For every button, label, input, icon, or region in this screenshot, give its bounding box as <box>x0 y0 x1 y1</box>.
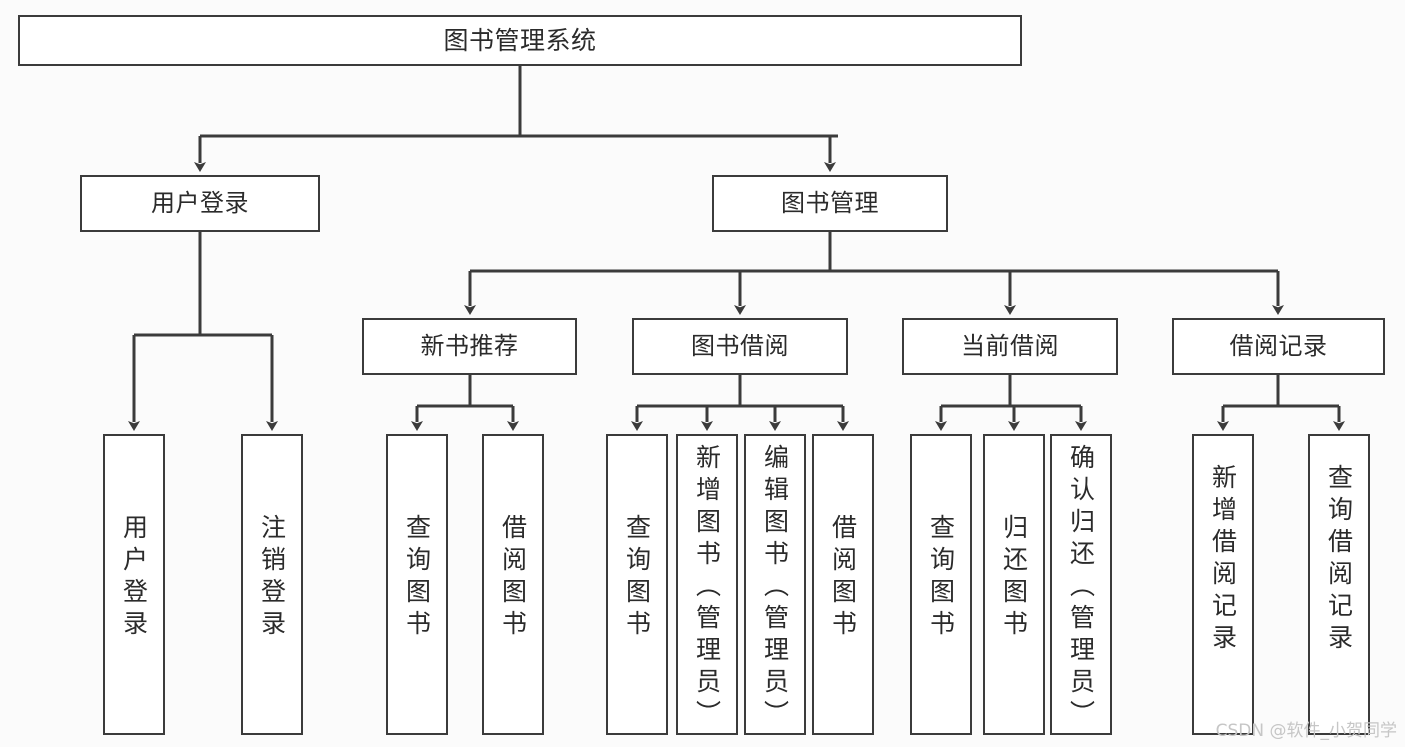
node-leaf-query-book-2-label: 查询图书 <box>622 514 652 642</box>
node-borrow-record[interactable]: 借阅记录 <box>1172 318 1385 375</box>
node-leaf-return-book[interactable]: 归还图书 <box>983 434 1045 735</box>
node-root[interactable]: 图书管理系统 <box>18 15 1022 66</box>
node-leaf-borrow-book-2[interactable]: 借阅图书 <box>812 434 874 735</box>
node-leaf-borrow-book-1[interactable]: 借阅图书 <box>482 434 544 735</box>
node-leaf-query-book-1-label: 查询图书 <box>402 514 432 642</box>
node-leaf-logout[interactable]: 注销登录 <box>241 434 303 735</box>
node-leaf-return-book-label: 归还图书 <box>999 514 1029 642</box>
node-book-borrow[interactable]: 图书借阅 <box>632 318 848 375</box>
node-leaf-add-record-label: 新增借阅记录 <box>1208 464 1238 656</box>
node-current-borrow-label: 当前借阅 <box>961 332 1059 361</box>
node-new-book-rec-label: 新书推荐 <box>420 332 519 361</box>
node-leaf-add-record[interactable]: 新增借阅记录 <box>1192 434 1254 735</box>
node-leaf-borrow-book-2-label: 借阅图书 <box>828 514 858 642</box>
node-book-borrow-label: 图书借阅 <box>691 332 789 361</box>
node-book-manage[interactable]: 图书管理 <box>712 175 948 232</box>
node-leaf-query-book-1[interactable]: 查询图书 <box>386 434 448 735</box>
node-leaf-logout-label: 注销登录 <box>257 514 287 642</box>
node-user-login-label: 用户登录 <box>151 189 249 218</box>
node-root-label: 图书管理系统 <box>443 25 597 55</box>
node-borrow-record-label: 借阅记录 <box>1229 332 1328 361</box>
node-new-book-rec[interactable]: 新书推荐 <box>362 318 577 375</box>
node-leaf-user-login[interactable]: 用户登录 <box>103 434 165 735</box>
node-leaf-add-book[interactable]: 新增图书（管理员） <box>676 434 738 735</box>
node-leaf-query-record-label: 查询借阅记录 <box>1324 464 1354 656</box>
node-leaf-borrow-book-1-label: 借阅图书 <box>498 514 528 642</box>
node-leaf-edit-book-label: 编辑图书（管理员） <box>760 444 790 732</box>
node-leaf-query-book-2[interactable]: 查询图书 <box>606 434 668 735</box>
node-leaf-confirm-return-label: 确认归还（管理员） <box>1066 444 1096 732</box>
node-leaf-edit-book[interactable]: 编辑图书（管理员） <box>744 434 806 735</box>
node-current-borrow[interactable]: 当前借阅 <box>902 318 1118 375</box>
node-leaf-confirm-return[interactable]: 确认归还（管理员） <box>1050 434 1112 735</box>
node-leaf-user-login-label: 用户登录 <box>119 514 149 642</box>
node-leaf-query-book-3-label: 查询图书 <box>926 514 956 642</box>
node-user-login[interactable]: 用户登录 <box>80 175 320 232</box>
node-leaf-query-book-3[interactable]: 查询图书 <box>910 434 972 735</box>
node-leaf-query-record[interactable]: 查询借阅记录 <box>1308 434 1370 735</box>
csdn-watermark: CSDN @软件_小贺同学 <box>1215 721 1397 741</box>
node-book-manage-label: 图书管理 <box>781 189 879 218</box>
node-leaf-add-book-label: 新增图书（管理员） <box>692 444 722 732</box>
